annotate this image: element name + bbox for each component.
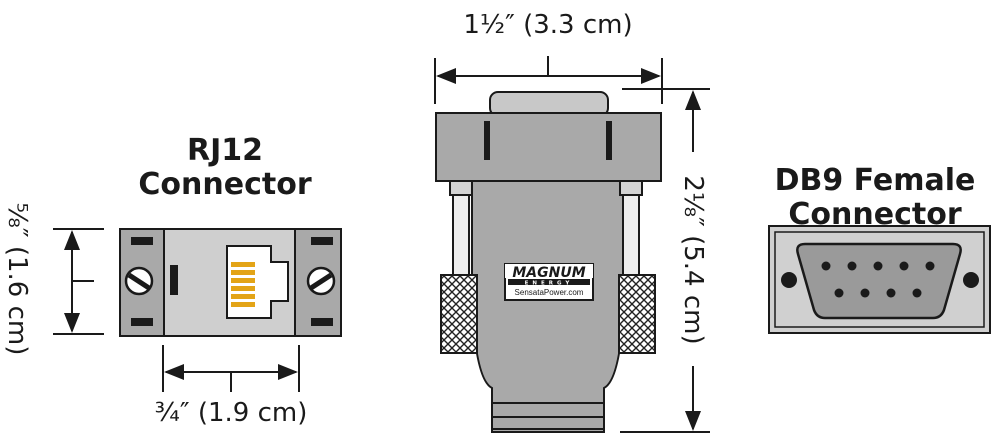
adapter-width-dimension: [434, 56, 663, 104]
rj12-connector-drawing: [119, 228, 342, 337]
adapter-shoulder: [435, 112, 662, 182]
adapter-height-dimension: [620, 88, 710, 433]
rj12-title-line2: Connector: [138, 167, 312, 202]
rj12-title-line1: RJ12: [186, 133, 263, 168]
adapter-height-label: 2⅛″ (5.4 cm): [678, 175, 708, 345]
db9-mount-hole: [781, 272, 797, 288]
db9-pin-holes: [821, 261, 935, 298]
adapter-grip-ridges: [492, 402, 604, 430]
rj12-slot: [311, 318, 333, 326]
adapter-body: [471, 180, 625, 433]
db9-adapter-drawing: MAGNUM ENERGY SensataPower.com: [435, 91, 662, 433]
thumbscrew-icon: [440, 274, 478, 354]
screw-icon: [124, 266, 154, 296]
adapter-width-label: 1½″ (3.3 cm): [463, 10, 633, 40]
rj12-slot: [311, 237, 333, 245]
rj12-slot: [131, 237, 153, 245]
thumbscrew-icon: [618, 274, 656, 354]
rj12-height-label: ⅝″ (1.6 cm): [2, 202, 32, 356]
rj12-width-dimension: [162, 345, 300, 392]
logo-sub: ENERGY: [525, 281, 574, 287]
rj12-contacts: [231, 262, 255, 307]
db9-title-line2: Connector: [788, 197, 962, 232]
rj12-slot: [131, 318, 153, 326]
db9-mount-hole: [963, 272, 979, 288]
db9-connector-drawing: [768, 225, 991, 334]
logo-brand: MAGNUM: [512, 265, 585, 281]
db9-title-line1: DB9 Female: [774, 163, 976, 198]
rj12-height-dimension: [53, 228, 104, 335]
db9-shell: [796, 242, 962, 320]
screw-icon: [306, 266, 336, 296]
logo-url: SensataPower.com: [515, 288, 584, 297]
rj12-width-label: ¾″ (1.9 cm): [154, 398, 308, 428]
rj12-latch: [170, 265, 178, 295]
